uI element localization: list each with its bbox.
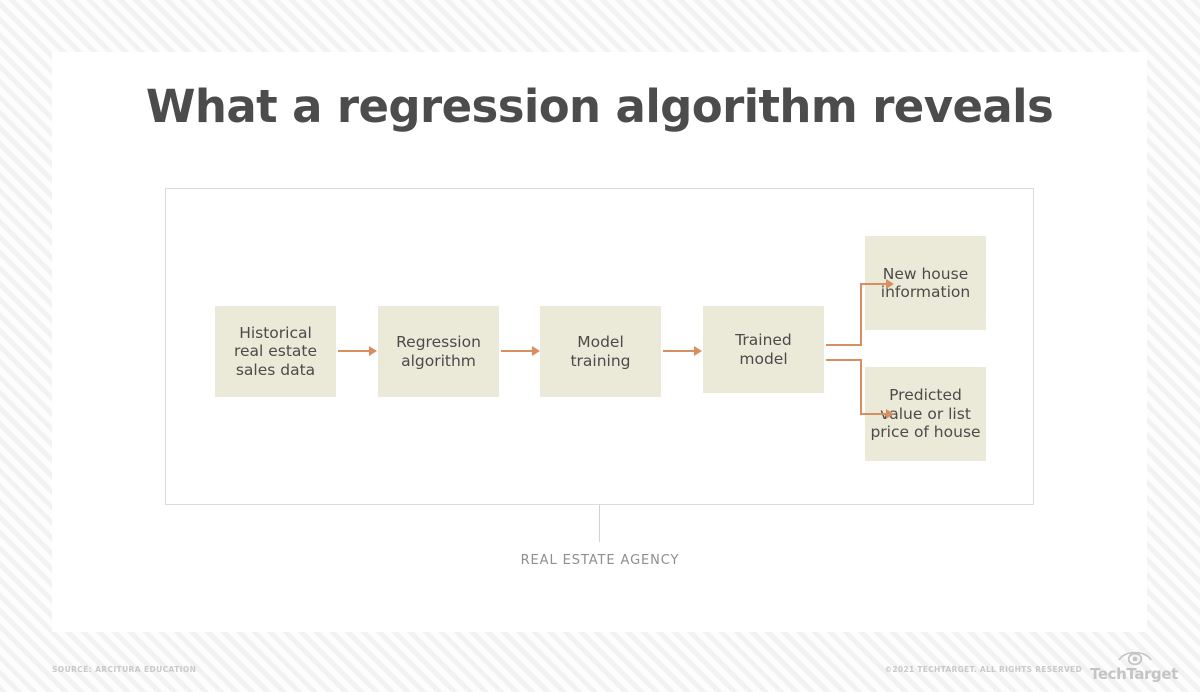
- arrow-trained-to-newhouse-segment: [860, 283, 862, 346]
- arrow-head-icon: [886, 409, 894, 419]
- diagram-caption: REAL ESTATE AGENCY: [520, 553, 680, 568]
- flow-node-historical: Historical real estate sales data: [215, 306, 336, 397]
- footer-source-text: SOURCE: ARCITURA EDUCATION: [52, 665, 197, 674]
- arrow-head-icon: [532, 346, 540, 356]
- arrow-regression-to-training: [501, 350, 533, 352]
- arrow-trained-to-predicted-segment: [860, 359, 862, 415]
- diagram-panel: Historical real estate sales data Regres…: [165, 188, 1034, 505]
- arrow-historical-to-regression: [338, 350, 370, 352]
- techtarget-logo: TechTarget: [1088, 648, 1180, 686]
- brand-wordmark: TechTarget: [1090, 665, 1178, 683]
- arrow-trained-to-predicted-segment: [860, 413, 888, 415]
- arrow-head-icon: [886, 279, 894, 289]
- arrow-head-icon: [369, 346, 377, 356]
- flow-node-model-training: Model training: [540, 306, 661, 397]
- eye-icon: [1118, 651, 1152, 666]
- caption-leader-line: [599, 505, 600, 542]
- arrow-trained-to-predicted-segment: [826, 359, 862, 361]
- content-card: What a regression algorithm reveals Hist…: [52, 52, 1147, 632]
- flow-node-regression: Regression algorithm: [378, 306, 499, 397]
- flow-node-trained-model: Trained model: [703, 306, 824, 393]
- footer-copyright-text: ©2021 TECHTARGET. ALL RIGHTS RESERVED: [884, 665, 1082, 674]
- arrow-head-icon: [694, 346, 702, 356]
- page-title: What a regression algorithm reveals: [145, 80, 1054, 133]
- arrow-trained-to-newhouse-segment: [860, 283, 888, 285]
- arrow-trained-to-newhouse-segment: [826, 344, 862, 346]
- arrow-training-to-trained: [663, 350, 695, 352]
